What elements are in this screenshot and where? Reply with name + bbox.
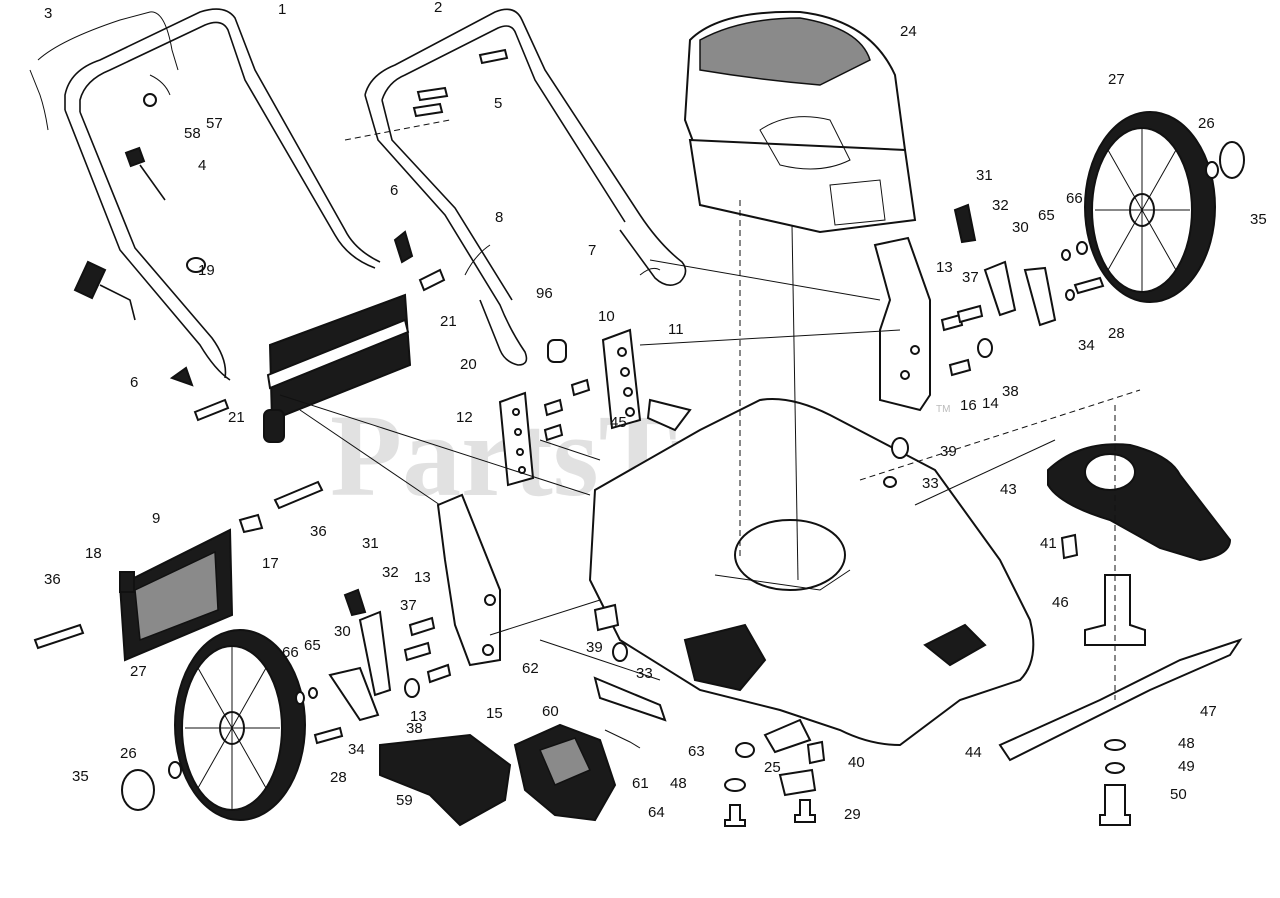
rear-door: [263, 293, 412, 443]
assembly-lines: [279, 200, 1141, 700]
callout-28: 28: [1108, 325, 1125, 342]
callout-46: 46: [1052, 594, 1069, 611]
callout-7: 7: [588, 242, 596, 259]
mower-deck: [588, 398, 1035, 747]
callout-13: 13: [410, 708, 427, 725]
callout-21: 21: [228, 409, 245, 426]
rear-wheel-right: [1084, 111, 1245, 303]
callout-96: 96: [536, 285, 553, 302]
callout-29: 29: [844, 806, 861, 823]
callout-21: 21: [440, 313, 457, 330]
upper-handle: [29, 8, 381, 381]
callout-49: 49: [1178, 758, 1195, 775]
callout-64: 64: [648, 804, 665, 821]
blade-assembly: [998, 443, 1243, 826]
rear-skirt: [118, 513, 264, 662]
callout-26: 26: [120, 745, 137, 762]
callout-19: 19: [198, 262, 215, 279]
bolt-36-upper: [273, 480, 324, 510]
callout-48: 48: [1178, 735, 1195, 752]
left-adjuster-group: [295, 493, 501, 745]
callout-36: 36: [44, 571, 61, 588]
callout-37: 37: [400, 597, 417, 614]
right-adjuster-group: [873, 203, 1105, 412]
callout-6: 6: [130, 374, 138, 391]
callout-57: 57: [206, 115, 223, 132]
callout-32: 32: [992, 197, 1009, 214]
callout-37: 37: [962, 269, 979, 286]
callout-33: 33: [922, 475, 939, 492]
callout-16: 16: [960, 397, 977, 414]
callout-33: 33: [636, 665, 653, 682]
callout-59: 59: [396, 792, 413, 809]
callout-26: 26: [1198, 115, 1215, 132]
callout-60: 60: [542, 703, 559, 720]
callout-15: 15: [486, 705, 503, 722]
callout-41: 41: [1040, 535, 1057, 552]
watermark-trademark: TM: [936, 404, 950, 415]
engine: [683, 10, 917, 234]
callout-62: 62: [522, 660, 539, 677]
callout-65: 65: [304, 637, 321, 654]
callout-61: 61: [632, 775, 649, 792]
callout-30: 30: [1012, 219, 1029, 236]
callout-58: 58: [184, 125, 201, 142]
callout-24: 24: [900, 23, 917, 40]
callout-34: 34: [348, 741, 365, 758]
callout-66: 66: [1066, 190, 1083, 207]
callout-5: 5: [494, 95, 502, 112]
callout-20: 20: [460, 356, 477, 373]
callout-63: 63: [688, 743, 705, 760]
callout-66: 66: [282, 644, 299, 661]
callout-35: 35: [72, 768, 89, 785]
callout-48: 48: [670, 775, 687, 792]
callout-39: 39: [586, 639, 603, 656]
callout-1: 1: [278, 1, 286, 18]
callout-40: 40: [848, 754, 865, 771]
callout-6: 6: [390, 182, 398, 199]
callout-8: 8: [495, 209, 503, 226]
callout-45: 45: [610, 414, 627, 431]
lower-handle: [344, 8, 687, 366]
callout-9: 9: [152, 510, 160, 527]
callout-38: 38: [1002, 383, 1019, 400]
center-hardware: [539, 437, 909, 827]
callout-50: 50: [1170, 786, 1187, 803]
callout-17: 17: [262, 555, 279, 572]
handle-hardware: [73, 48, 661, 422]
callout-27: 27: [130, 663, 147, 680]
callout-4: 4: [198, 157, 206, 174]
callout-13: 13: [414, 569, 431, 586]
callout-35: 35: [1250, 211, 1267, 228]
callout-3: 3: [44, 5, 52, 22]
bolt-36-lower: [33, 623, 85, 650]
callout-10: 10: [598, 308, 615, 325]
callout-12: 12: [456, 409, 473, 426]
callout-39: 39: [940, 443, 957, 460]
callout-43: 43: [1000, 481, 1017, 498]
callout-27: 27: [1108, 71, 1125, 88]
callout-31: 31: [362, 535, 379, 552]
callout-38: 38: [406, 720, 423, 737]
callout-11: 11: [668, 321, 684, 338]
callout-32: 32: [382, 564, 399, 581]
callout-14: 14: [982, 395, 999, 412]
callout-65: 65: [1038, 207, 1055, 224]
callout-47: 47: [1200, 703, 1217, 720]
callout-28: 28: [330, 769, 347, 786]
callout-34: 34: [1078, 337, 1095, 354]
callout-44: 44: [965, 744, 982, 761]
callout-18: 18: [85, 545, 102, 562]
height-adjust-brackets: [498, 328, 642, 487]
callout-13: 13: [936, 259, 953, 276]
rear-wheel-left: [121, 629, 306, 821]
mulch-chute: [379, 723, 617, 827]
callout-2: 2: [434, 0, 442, 16]
callout-30: 30: [334, 623, 351, 640]
callout-36: 36: [310, 523, 327, 540]
callout-31: 31: [976, 167, 993, 184]
callout-25: 25: [764, 759, 781, 776]
